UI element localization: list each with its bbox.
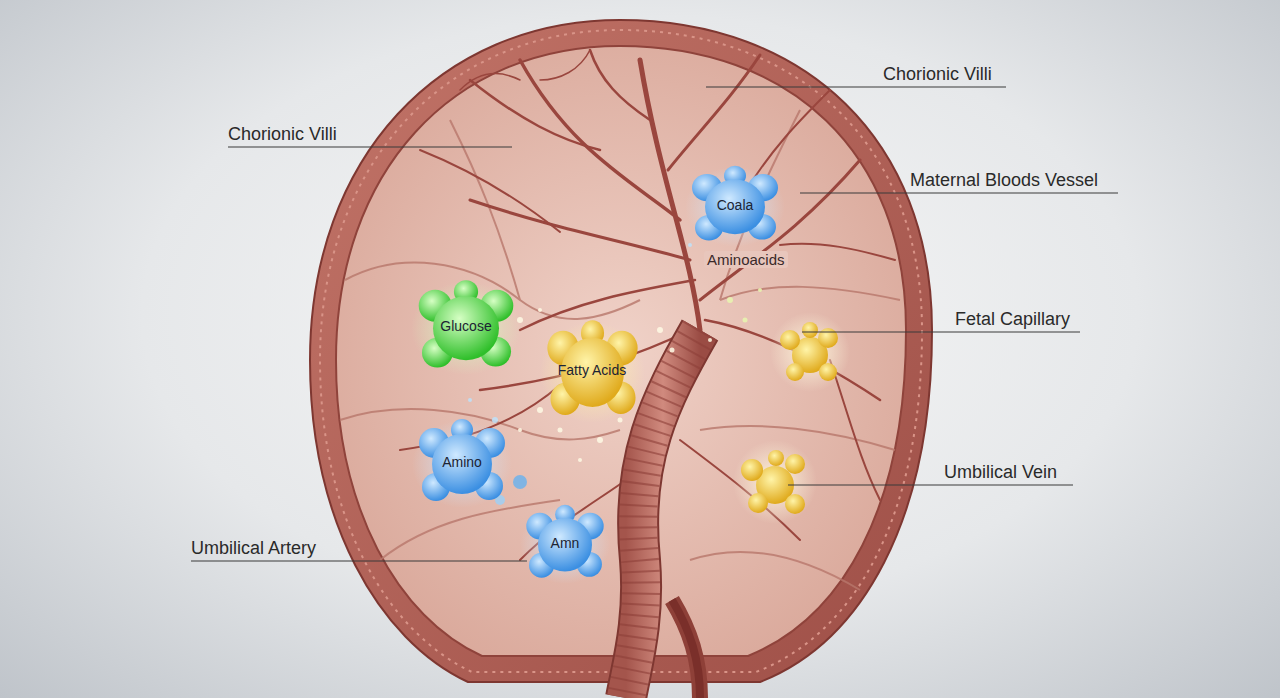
molecule-node: Coala — [685, 164, 785, 246]
molecule-caption: Aminoacids — [704, 251, 788, 268]
molecule-label: Coala — [717, 197, 754, 213]
part-label: Fetal Capillary — [955, 309, 1070, 330]
part-label: Maternal Bloods Vessel — [910, 170, 1098, 191]
molecule-node: Amino — [412, 417, 512, 507]
part-label: Chorionic Villi — [883, 64, 992, 85]
molecule-node: Amn — [520, 503, 610, 583]
molecule-label: Amino — [442, 454, 482, 470]
molecule-label: Amn — [551, 535, 580, 551]
molecule-node: Glucose — [411, 278, 521, 374]
molecule-label: Glucose — [440, 318, 491, 334]
part-label: Chorionic Villi — [228, 124, 337, 145]
part-label: Umbilical Artery — [191, 538, 316, 559]
molecule-node: Fatty Acids — [540, 318, 645, 422]
part-label: Umbilical Vein — [944, 462, 1057, 483]
molecule-label: Fatty Acids — [558, 362, 626, 378]
